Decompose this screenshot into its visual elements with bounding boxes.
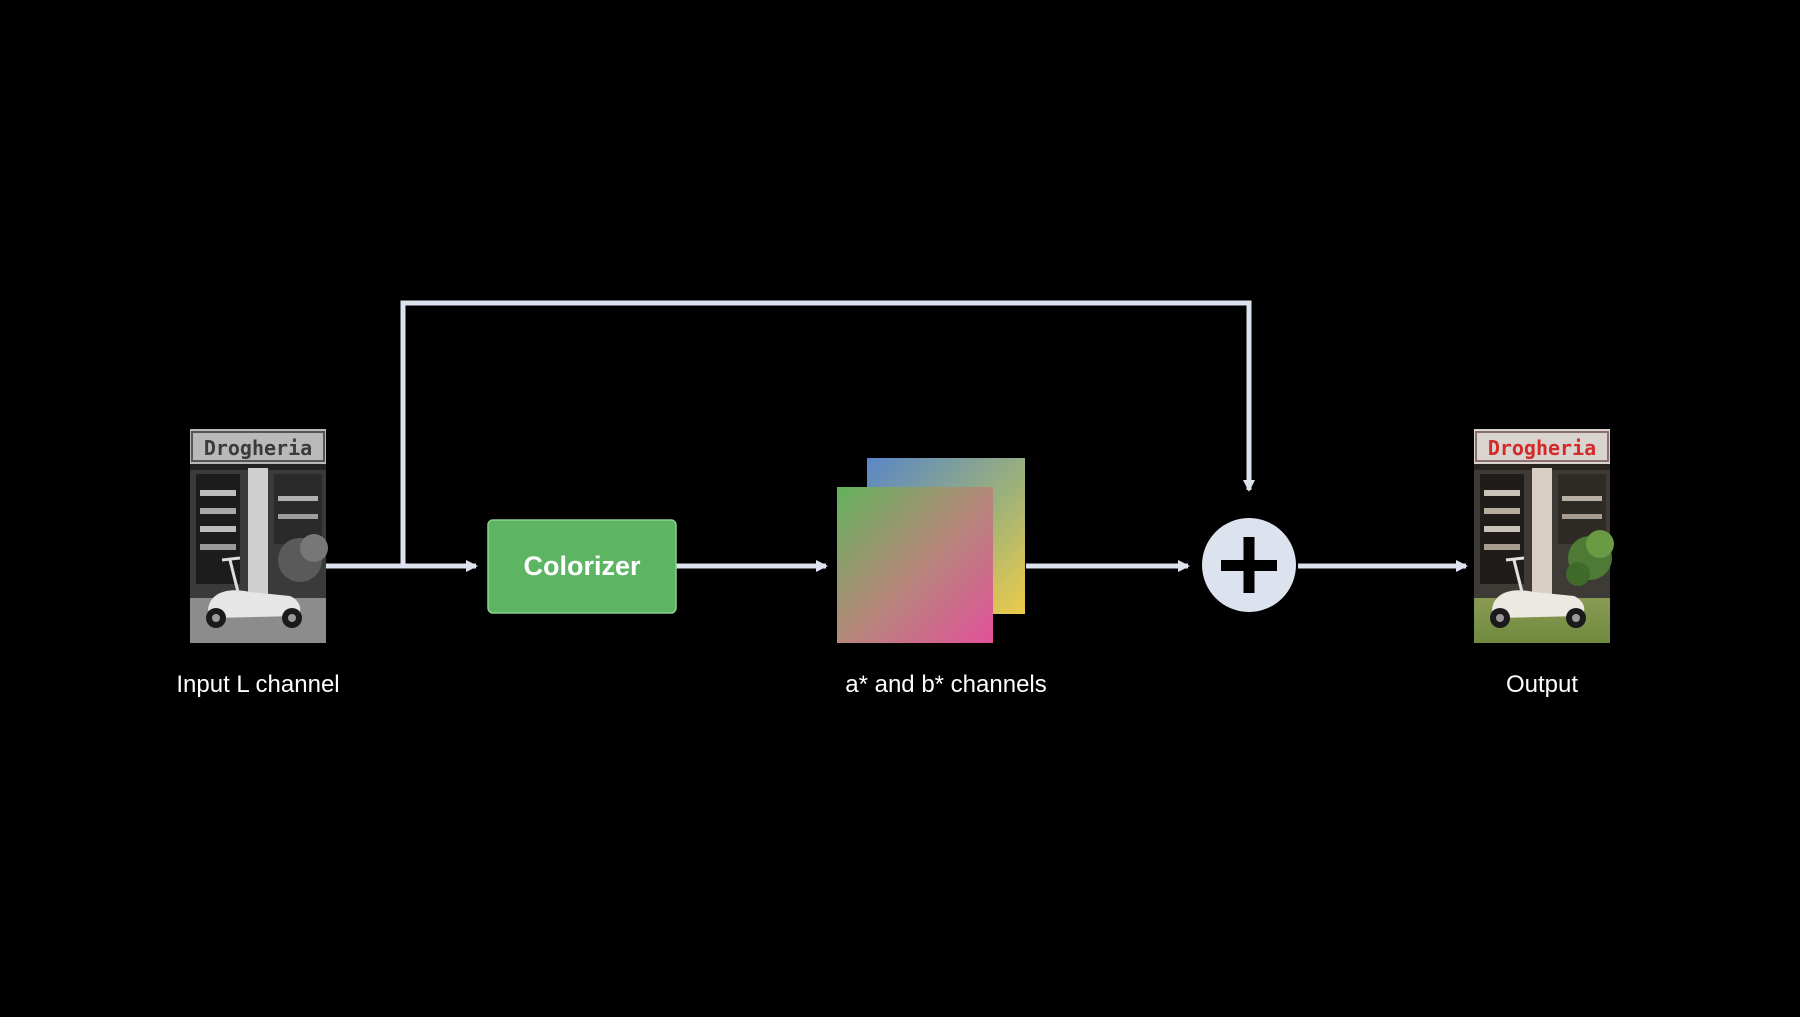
input-label: Input L channel: [176, 671, 340, 698]
plus-circle-icon: [1202, 518, 1296, 612]
output-label: Output: [1505, 671, 1579, 698]
colorizer-label: Colorizer: [523, 551, 641, 581]
output-image-sign: Drogheria: [1488, 436, 1596, 460]
arrows: [326, 300, 1468, 572]
input-image-sign: Drogheria: [204, 436, 312, 460]
a-channel-square: [837, 487, 993, 643]
ab-channels: [837, 458, 1025, 643]
colorizer-block: Colorizer: [487, 519, 677, 614]
output-image: Drogheria: [1474, 429, 1614, 643]
arrow-skip-connection: [400, 300, 1255, 566]
ab-channels-label: a* and b* channels: [845, 671, 1047, 698]
input-image: Drogheria: [190, 429, 328, 643]
